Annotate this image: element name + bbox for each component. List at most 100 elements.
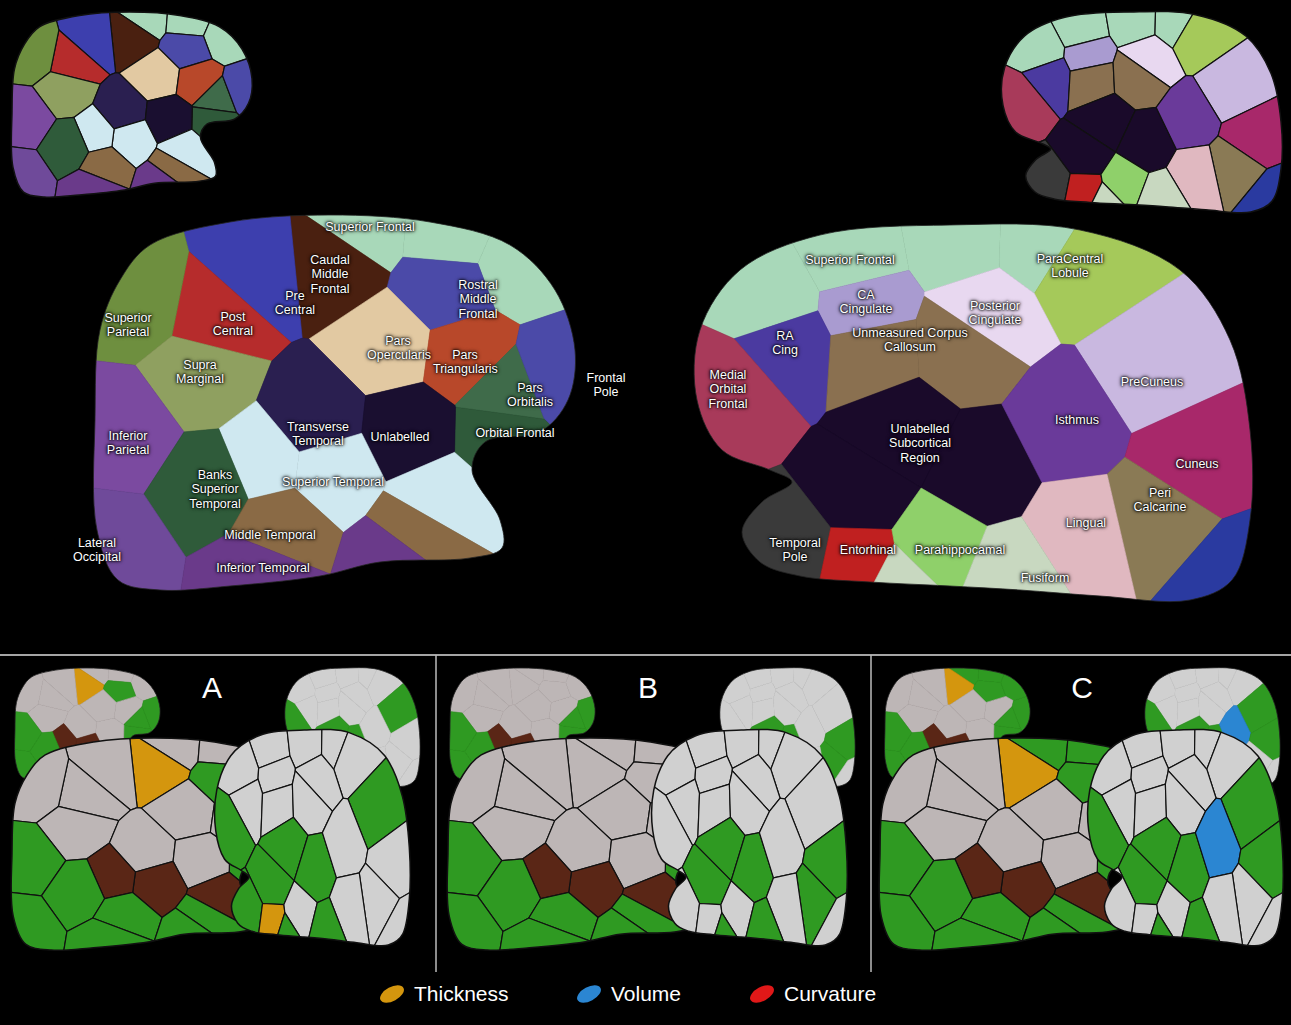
region-label: Cuneus: [1175, 457, 1218, 471]
region-label: Pars Triangularis: [433, 348, 497, 377]
region-patch: [331, 516, 493, 610]
region-patch: [992, 140, 1070, 223]
region-patch: [1137, 501, 1272, 620]
region-patch: [223, 54, 262, 138]
region-patch: [577, 693, 601, 744]
region-label: Transverse Temporal: [283, 420, 353, 449]
panel-letter: A: [202, 673, 222, 703]
brain-outline: [93, 215, 575, 590]
region-label: Lateral Occipital: [67, 536, 127, 565]
panel-letter: B: [638, 673, 658, 703]
legend-text: Volume: [611, 982, 681, 1006]
brain-outline: [215, 729, 411, 946]
panel-letter: C: [1071, 673, 1093, 703]
region-patch: [743, 897, 789, 956]
lateral-thumbnail: [2, 2, 262, 207]
panel-medial-map: [208, 719, 417, 957]
region-label: CA Cingulate: [836, 288, 896, 317]
region-patch: [1156, 75, 1221, 149]
region-label: Post Central: [208, 310, 258, 339]
region-label: Pars Opercularis: [367, 334, 429, 363]
region-patch: [142, 693, 166, 744]
brain-outline: [11, 12, 252, 197]
region-patch: [566, 662, 601, 701]
region-patch: [306, 897, 352, 956]
region-patch: [178, 533, 334, 610]
legend-swatch-shape: [575, 983, 603, 1005]
region-label: Fusiform: [1021, 571, 1070, 585]
region-patch: [131, 662, 166, 701]
region-patch: [130, 160, 211, 207]
region-label: Posterior Cingulate: [960, 299, 1030, 328]
region-label: Inferior Parietal: [98, 429, 158, 458]
region-patch: [956, 517, 1087, 620]
region-patch: [203, 2, 262, 66]
region-label: Unlabelled: [370, 430, 429, 444]
region-label: Superior Temporal: [282, 475, 384, 489]
region-label: Peri Calcarine: [1130, 486, 1190, 515]
panel-medial-map: [1081, 719, 1290, 957]
region-label: Medial Orbital Frontal: [698, 368, 758, 411]
region-label: Entorhinal: [840, 543, 896, 557]
region-label: RA Cing: [765, 329, 805, 358]
legend-swatch: [748, 983, 776, 1005]
region-patch: [62, 918, 156, 961]
region-label: Superior Frontal: [805, 253, 895, 267]
brain-outline: [652, 729, 848, 946]
region-label: Pars Orbitalis: [505, 381, 555, 410]
region-label: Lingual: [1066, 516, 1106, 530]
brain-outline: [1088, 729, 1284, 946]
region-patch: [322, 798, 367, 878]
region-label: Isthmus: [1055, 413, 1099, 427]
region-label: Orbital Frontal: [475, 426, 554, 440]
region-label: Pre Central: [270, 289, 320, 318]
panel-divider: [0, 654, 1291, 656]
region-patch: [759, 798, 804, 878]
legend-swatch: [575, 983, 603, 1005]
region-label: Unmeasured Corpus Callosum: [850, 326, 970, 355]
region-label: ParaCentral Lobule: [1030, 252, 1110, 281]
region-patch: [1001, 662, 1036, 701]
brain-outline: [694, 224, 1253, 602]
region-patch: [930, 918, 1024, 961]
legend-swatch: [378, 983, 406, 1005]
region-patch: [1179, 897, 1225, 956]
region-patch: [1081, 867, 1136, 956]
region-label: Superior Parietal: [93, 311, 163, 340]
region-label: Frontal Pole: [581, 371, 631, 400]
legend-item: Volume: [575, 982, 681, 1006]
region-label: Temporal Pole: [765, 536, 825, 565]
region-patch: [645, 867, 700, 956]
region-label: Rostral Middle Frontal: [448, 278, 508, 321]
region-patch: [1012, 693, 1036, 744]
region-patch: [498, 918, 592, 961]
legend-item: Thickness: [378, 982, 509, 1006]
panel-divider: [870, 655, 872, 972]
legend-swatch-shape: [378, 983, 406, 1005]
brain-outline: [1002, 11, 1283, 212]
region-label: Parahippocamal: [915, 543, 1005, 557]
panel-medial-map: [645, 719, 854, 957]
region-label: Superior Frontal: [325, 220, 415, 234]
panel-divider: [435, 655, 437, 972]
region-patch: [208, 867, 263, 956]
region-label: Unlabelled Subcortical Region: [875, 422, 965, 465]
lateral-map: [75, 195, 595, 610]
region-label: Inferior Temporal: [216, 561, 310, 575]
legend-item: Curvature: [748, 982, 876, 1006]
region-label: Caudal Middle Frontal: [300, 253, 360, 296]
region-label: PreCuneus: [1121, 375, 1184, 389]
region-patch: [675, 464, 831, 620]
legend-swatch-shape: [748, 983, 776, 1005]
region-patch: [1002, 344, 1132, 483]
legend-text: Thickness: [414, 982, 509, 1006]
legend-text: Curvature: [784, 982, 876, 1006]
region-patch: [1133, 168, 1199, 223]
region-patch: [53, 169, 131, 207]
medial-map: [675, 205, 1272, 620]
medial-thumbnail: [992, 1, 1291, 222]
region-label: Supra Marginal: [170, 358, 230, 387]
region-label: Banks Superior Temporal: [185, 468, 245, 511]
